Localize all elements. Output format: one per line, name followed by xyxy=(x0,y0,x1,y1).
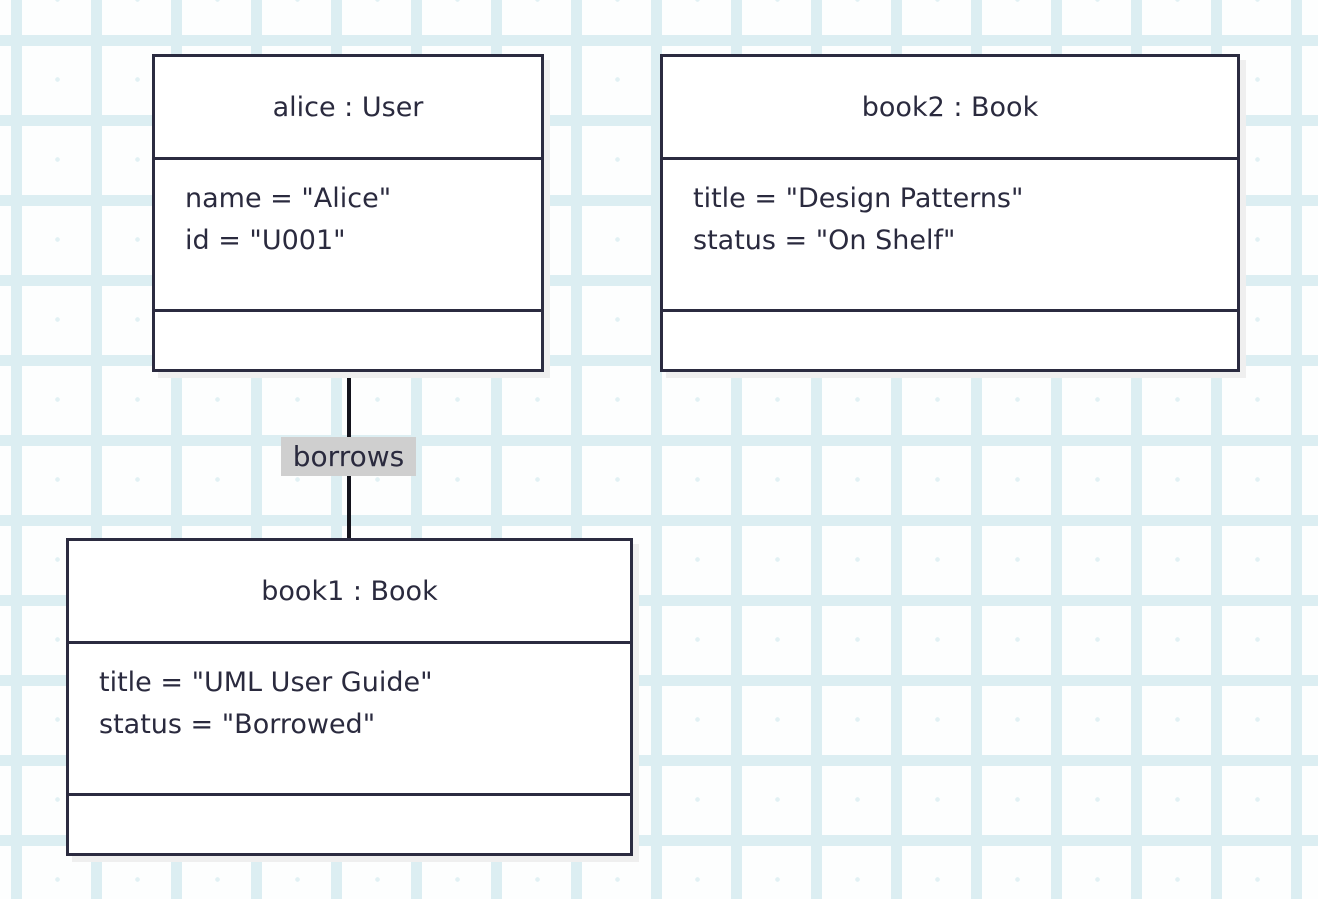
attribute-row: id = "U001" xyxy=(185,224,346,256)
object-attributes-alice: name = "Alice" id = "U001" xyxy=(155,160,541,312)
attribute-row: status = "On Shelf" xyxy=(693,224,956,256)
link-label-borrows[interactable]: borrows xyxy=(281,437,416,476)
attribute-row: name = "Alice" xyxy=(185,183,392,214)
object-attributes-book2: title = "Design Patterns" status = "On S… xyxy=(663,160,1237,312)
object-title-book1: book1 : Book xyxy=(69,541,630,644)
object-operations-alice xyxy=(155,312,541,369)
object-title-alice: alice : User xyxy=(155,57,541,160)
object-operations-book1 xyxy=(69,796,630,853)
attribute-row: title = "Design Patterns" xyxy=(693,183,1024,214)
attribute-row: title = "UML User Guide" xyxy=(99,667,433,698)
object-node-alice[interactable]: alice : User name = "Alice" id = "U001" xyxy=(152,54,544,372)
attribute-row: status = "Borrowed" xyxy=(99,708,376,740)
object-node-book1[interactable]: book1 : Book title = "UML User Guide" st… xyxy=(66,538,633,856)
object-title-book2: book2 : Book xyxy=(663,57,1237,160)
object-operations-book2 xyxy=(663,312,1237,369)
object-attributes-book1: title = "UML User Guide" status = "Borro… xyxy=(69,644,630,796)
object-node-book2[interactable]: book2 : Book title = "Design Patterns" s… xyxy=(660,54,1240,372)
